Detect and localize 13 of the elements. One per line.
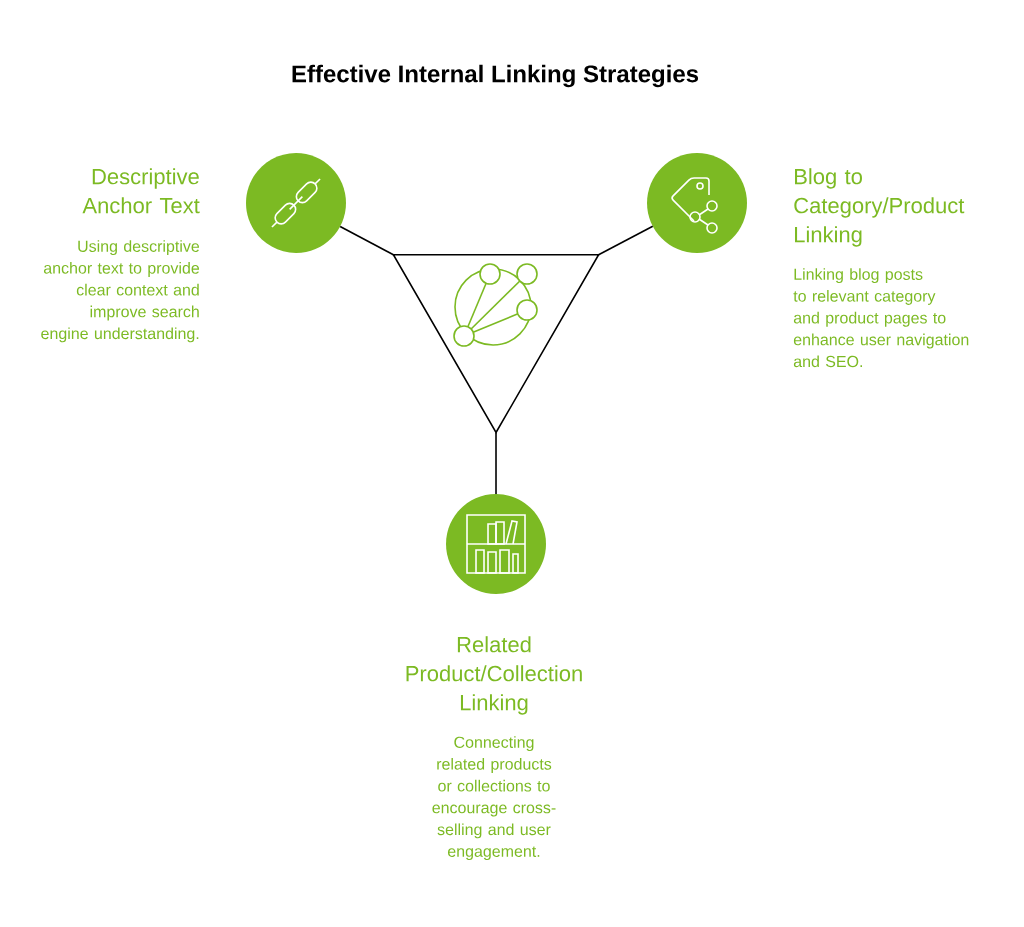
heading: Blog to Category/Product Linking [794, 168, 965, 247]
title: Effective Internal Linking Strategies [292, 64, 699, 88]
circle [446, 494, 546, 594]
heading: Related Product/Collection Linking [406, 636, 582, 715]
circle [246, 153, 346, 253]
connector-line [495, 431, 497, 495]
description: Connecting related products or collections to encourage cross-selling and user engagement. [432, 736, 556, 861]
circle [647, 153, 747, 253]
description: Linking blog posts to relevant category and product pages to enhance user navigation and SEO. [793, 268, 969, 368]
description: Using descriptive anchor text to provide clear context and improve search engine understanding. [41, 240, 200, 343]
heading: Descriptive Anchor Text [82, 168, 200, 214]
connector-line [597, 225, 654, 256]
connector-line [339, 225, 395, 256]
